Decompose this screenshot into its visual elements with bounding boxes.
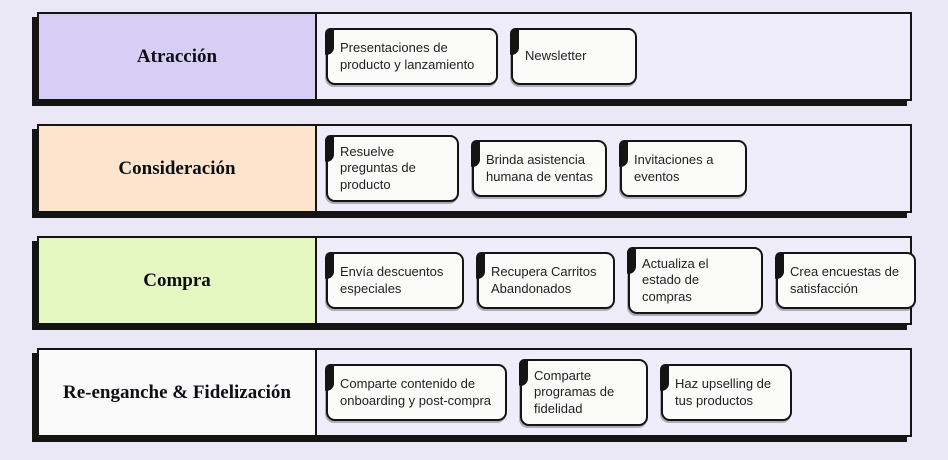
tactic-card: Comparte contenido de onboarding y post-…: [325, 364, 507, 421]
tactic-card: Recupera Carritos Abandonados: [476, 252, 615, 309]
tactic-card-label: Presentaciones de producto y lanzamiento: [340, 40, 475, 72]
tactic-card: Envía descuentos especiales: [325, 252, 464, 309]
stage-label-text: Re-enganche & Fidelización: [63, 381, 291, 403]
tactic-card-label: Recupera Carritos Abandonados: [491, 264, 597, 296]
stage-label-compra: Compra: [39, 238, 317, 323]
tactic-card: Crea encuestas de satisfacción: [775, 252, 916, 309]
tactic-card: Resuelve preguntas de producto: [325, 135, 459, 202]
stage-row-compra: Compra Envía descuentos especiales Recup…: [37, 236, 916, 325]
tactic-card-label: Comparte programas de fidelidad: [534, 368, 615, 416]
stage-label-reenganche: Re-enganche & Fidelización: [39, 350, 317, 435]
tactic-card: Comparte programas de fidelidad: [519, 359, 648, 426]
stage-label-text: Compra: [143, 269, 211, 291]
tactic-card-label: Haz upselling de tus productos: [675, 376, 772, 408]
stage-row-consideracion: Consideración Resuelve preguntas de prod…: [37, 124, 912, 213]
stage-cards-reenganche: Comparte contenido de onboarding y post-…: [317, 350, 910, 435]
customer-journey-board: Atracción Presentaciones de producto y l…: [37, 12, 916, 460]
stage-label-atraccion: Atracción: [39, 14, 317, 99]
tactic-card: Invitaciones a eventos: [619, 140, 747, 197]
tactic-card: Actualiza el estado de compras: [627, 247, 763, 314]
tactic-card-label: Comparte contenido de onboarding y post-…: [340, 376, 492, 408]
stage-cards-consideracion: Resuelve preguntas de producto Brinda as…: [317, 126, 910, 211]
stage-row-atraccion: Atracción Presentaciones de producto y l…: [37, 12, 912, 101]
tactic-card-label: Crea encuestas de satisfacción: [790, 264, 900, 296]
stage-label-consideracion: Consideración: [39, 126, 317, 211]
stage-row-reenganche: Re-enganche & Fidelización Comparte cont…: [37, 348, 912, 437]
tactic-card: Brinda asistencia humana de ventas: [471, 140, 607, 197]
tactic-card: Haz upselling de tus productos: [660, 364, 792, 421]
stage-cards-compra: Envía descuentos especiales Recupera Car…: [317, 238, 916, 323]
tactic-card-label: Invitaciones a eventos: [634, 152, 714, 184]
tactic-card-label: Brinda asistencia humana de ventas: [486, 152, 593, 184]
stage-label-text: Consideración: [118, 157, 236, 179]
tactic-card-label: Actualiza el estado de compras: [642, 256, 709, 304]
tactic-card-label: Envía descuentos especiales: [340, 264, 444, 296]
tactic-card: Newsletter: [510, 28, 637, 85]
tactic-card-label: Resuelve preguntas de producto: [340, 144, 416, 192]
tactic-card-label: Newsletter: [525, 48, 587, 64]
tactic-card: Presentaciones de producto y lanzamiento: [325, 28, 498, 85]
stage-cards-atraccion: Presentaciones de producto y lanzamiento…: [317, 14, 910, 99]
stage-label-text: Atracción: [136, 45, 218, 67]
